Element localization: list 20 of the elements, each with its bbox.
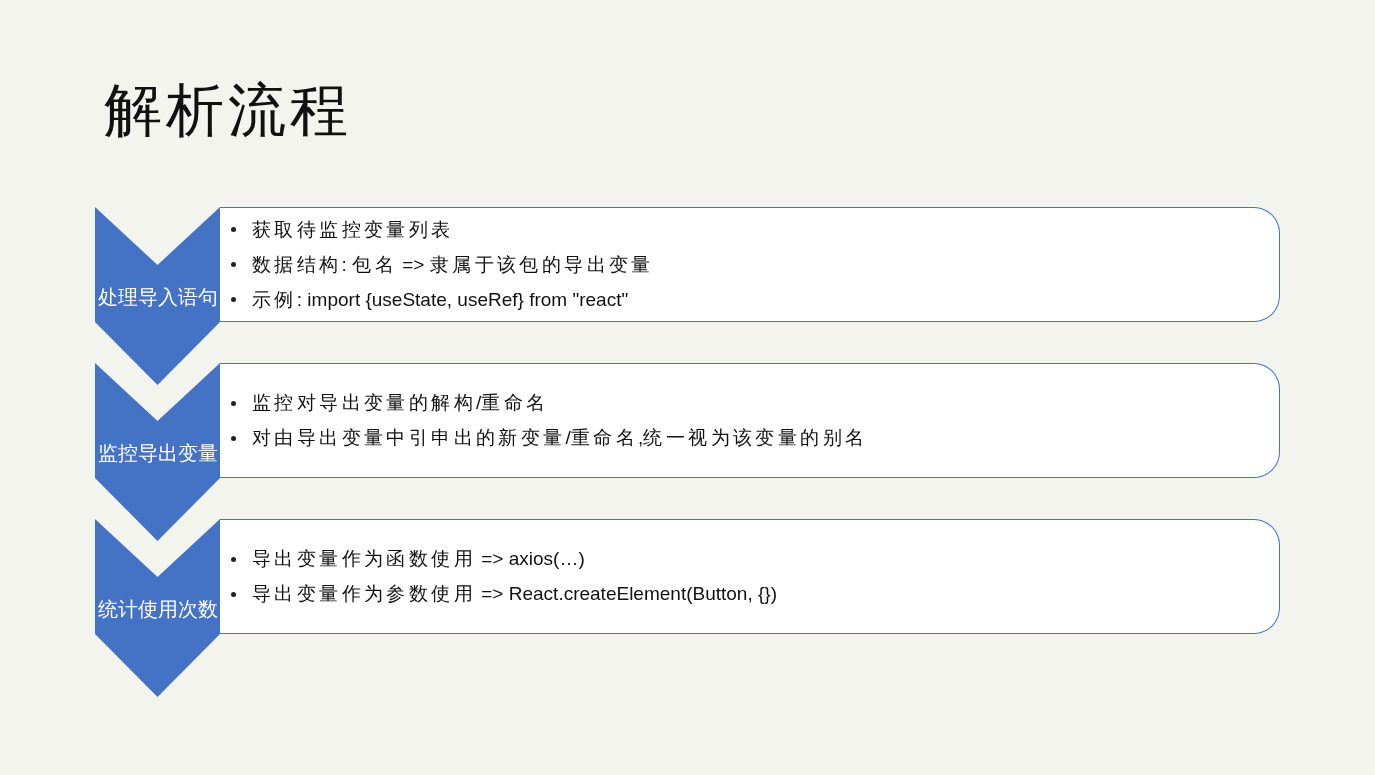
process-step (95, 363, 220, 478)
bullet-text: 获取待监控变量列表 (252, 217, 454, 242)
bullet-text: 导出变量作为参数使用 => React.createElement(Button, {}) (252, 582, 777, 606)
step-label: 处理导入语句 (97, 285, 218, 309)
chevron-arrowhead (95, 478, 220, 541)
chevron-arrowhead (95, 322, 220, 385)
bullet-text: 数据结构: 包名 => 隶属于该包的导出变量 (252, 252, 654, 277)
rounded-box (220, 207, 1280, 322)
step-label: 监控导出变量 (97, 441, 218, 465)
title: 解析流程 (104, 77, 352, 145)
bullet-text: 示例: import {useState, useRef} from "react" (252, 287, 629, 312)
bullet-text: 导出变量作为函数使用 => axios(…) (252, 547, 585, 571)
rounded-box (220, 519, 1280, 634)
bullet-text: 对由导出变量中引申出的新变量/重命名,统一视为该变量的别名 (252, 426, 868, 450)
process-step (95, 207, 220, 322)
step-label: 统计使用次数 (97, 597, 218, 621)
rounded-box (220, 363, 1280, 478)
process-step (95, 519, 220, 634)
bullet-text: 监控对导出变量的解构/重命名 (252, 391, 549, 415)
chevron-arrowhead (95, 634, 220, 697)
